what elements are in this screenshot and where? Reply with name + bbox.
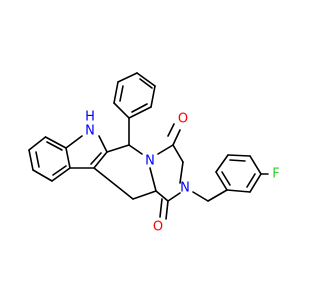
diketopiperazine-ring [155, 144, 184, 202]
top-carbonyl-oxygen-label: O [178, 112, 188, 127]
molecule-structure: N H N N O O F [28, 72, 280, 235]
phenyl-ring [113, 72, 156, 146]
indole-hydrogen-label: H [85, 110, 95, 125]
indole-benzene-ring [28, 136, 71, 182]
ring-nitrogen-label: N [145, 154, 155, 169]
fluorobenzyl-group [192, 154, 269, 202]
amide-nitrogen-label: N [180, 181, 190, 196]
molecule-canvas: N H N N O O F [28, 72, 280, 235]
bottom-carbonyl-oxygen-label: O [153, 220, 163, 235]
tetrahydropyridine-ring [93, 144, 157, 200]
fluorine-label: F [272, 167, 279, 182]
indole-pyrrole-ring [65, 135, 108, 169]
carbonyl-bonds [159, 123, 181, 220]
atom-labels: N H N N O O F [85, 110, 280, 235]
indole-nitrogen-label: N [85, 124, 95, 139]
